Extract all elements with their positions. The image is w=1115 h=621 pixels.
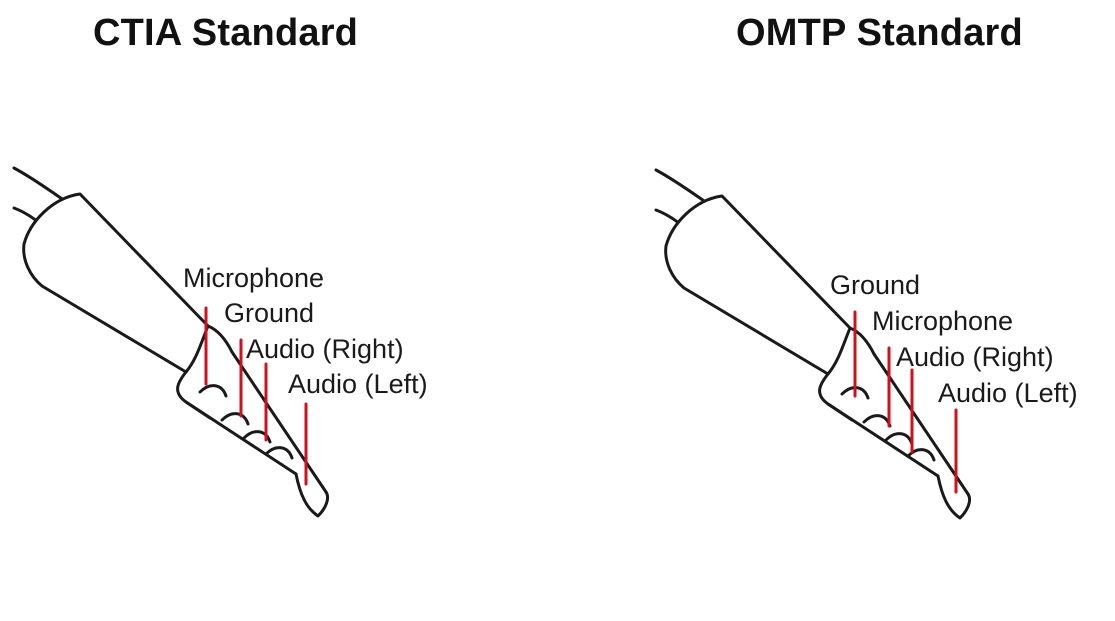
- omtp-title: OMTP Standard: [736, 12, 1023, 54]
- omtp-label-audio-left: Audio (Left): [938, 378, 1078, 408]
- omtp-label-microphone: Microphone: [872, 306, 1014, 336]
- ctia-panel: CTIA Standard Microphon: [12, 12, 428, 518]
- omtp-label-audio-right: Audio (Right): [896, 342, 1054, 372]
- ctia-plug-illustration: [12, 166, 330, 518]
- ctia-label-microphone: Microphone: [183, 263, 325, 293]
- omtp-label-ground: Ground: [830, 270, 921, 300]
- ctia-label-audio-right: Audio (Right): [246, 334, 404, 364]
- ctia-title: CTIA Standard: [93, 12, 359, 54]
- ctia-label-audio-left: Audio (Left): [288, 369, 428, 399]
- omtp-plug-illustration: [654, 168, 972, 520]
- omtp-panel: OMTP Standard Ground: [560, 0, 1115, 621]
- ctia-label-ground: Ground: [224, 298, 315, 328]
